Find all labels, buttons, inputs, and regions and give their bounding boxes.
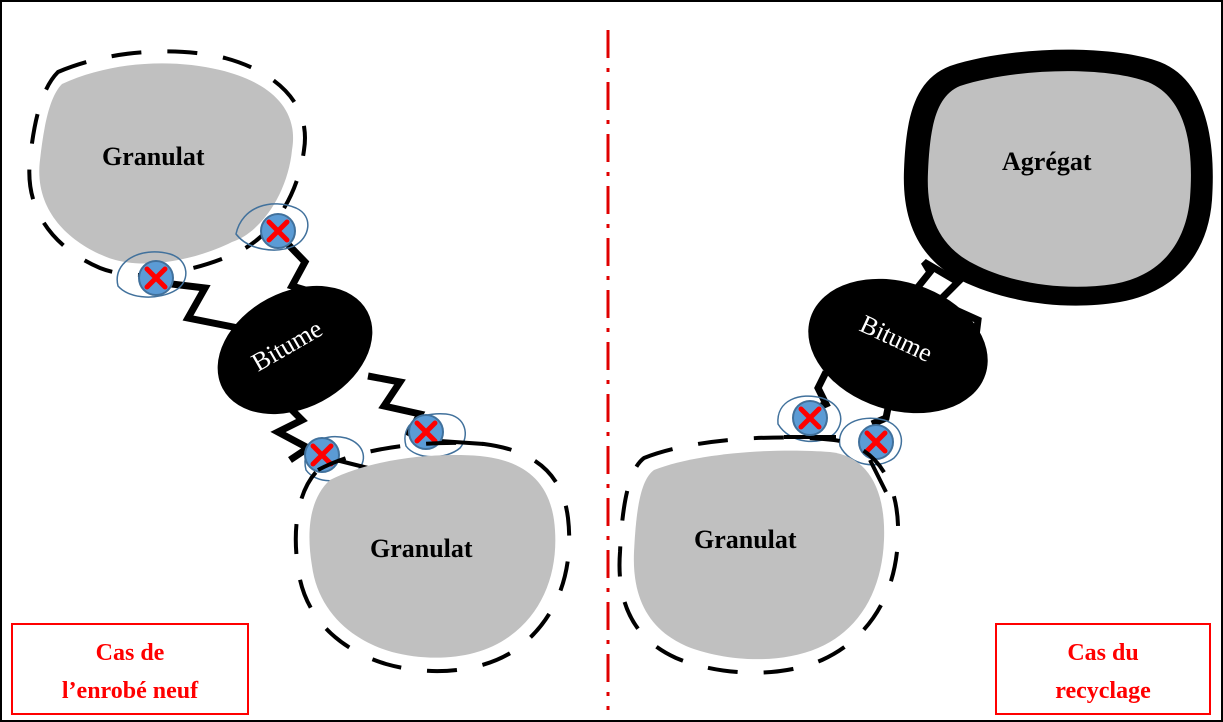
top-granule: [39, 63, 294, 264]
bottom-granule: [309, 455, 556, 658]
granule-dashed-shell: [617, 435, 901, 675]
caption-box-recycling: [995, 623, 1211, 715]
right-panel: Agrégat Bitume Granulat Cas du recyclage: [617, 49, 1213, 715]
positive-charge-icon: [777, 395, 842, 443]
positive-charge-icon: [235, 203, 309, 251]
bond-link: [270, 397, 315, 463]
top-granule-dashed-shell: [27, 49, 307, 278]
caption-new-mix-line2: l’enrobé neuf: [62, 678, 199, 704]
positive-charge-icon: [404, 414, 485, 458]
bottom-granule-label: Granulat: [370, 534, 473, 563]
bond-link: [870, 397, 894, 428]
granule: [633, 450, 885, 660]
binder-blob: [217, 285, 373, 415]
top-granule-label: Granulat: [102, 142, 205, 171]
caption-recycling-line2: recyclage: [1055, 678, 1151, 704]
aggregate: [927, 71, 1191, 287]
caption-recycling-line1: Cas du: [1067, 640, 1138, 666]
positive-charge-icon: [116, 251, 187, 298]
binder-blob: [808, 278, 988, 414]
positive-charge-icon: [838, 417, 903, 493]
caption-new-mix-line1: Cas de: [96, 640, 165, 666]
caption-box-new-mix: [11, 623, 249, 715]
granule-label: Granulat: [694, 525, 797, 554]
left-panel: Granulat Bitume G: [11, 49, 572, 715]
aggregate-label: Agrégat: [1002, 147, 1092, 176]
